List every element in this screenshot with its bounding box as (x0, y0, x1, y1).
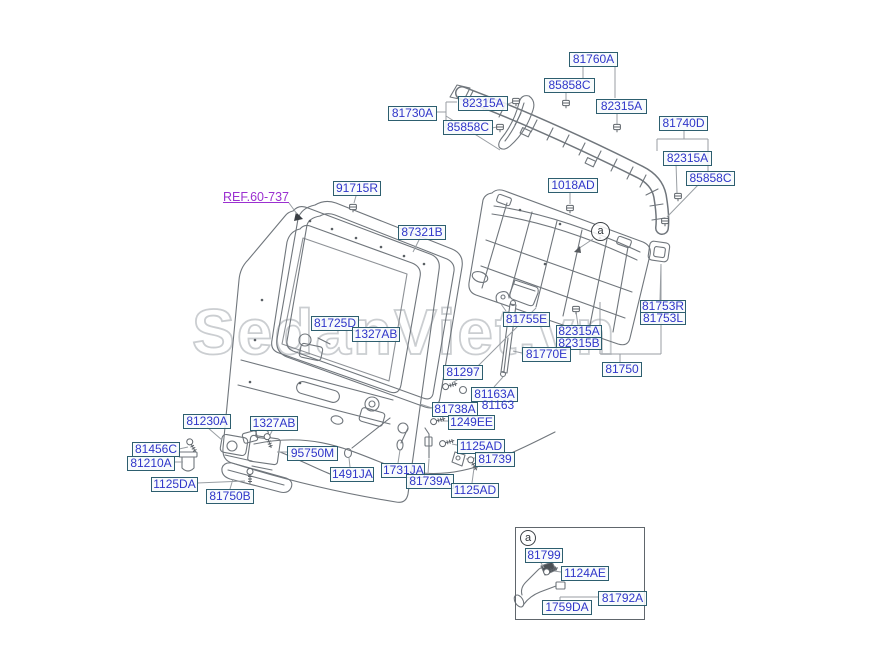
strut-hook (495, 291, 510, 303)
part-label-1125ad[interactable]: 1125AD (457, 439, 505, 454)
part-label-1249ee[interactable]: 1249EE (448, 415, 495, 430)
part-label-81739[interactable]: 81739 (475, 452, 515, 467)
inset-box (515, 527, 645, 620)
section-marker-a: a (591, 222, 610, 241)
part-label-82315a[interactable]: 82315A (596, 99, 647, 114)
part-label-82315a[interactable]: 82315A (663, 151, 712, 166)
part-label-82315b[interactable]: 82315B (556, 337, 602, 350)
part-label-1125da[interactable]: 1125DA (151, 477, 198, 492)
part-label-81740d[interactable]: 81740D (659, 116, 708, 131)
key-rod-parts (343, 385, 468, 467)
fasteners (185, 97, 682, 577)
part-label-1018ad[interactable]: 1018AD (548, 178, 598, 193)
part-label-1327ab[interactable]: 1327AB (352, 327, 400, 342)
part-label-1124ae[interactable]: 1124AE (561, 566, 609, 581)
part-label-82315a[interactable]: 82315A (458, 96, 508, 111)
part-label-81725d[interactable]: 81725D (311, 316, 359, 331)
part-label-81730a[interactable]: 81730A (388, 106, 437, 121)
part-label-81750b[interactable]: 81750B (206, 489, 254, 504)
part-label-81456c[interactable]: 81456C (132, 442, 180, 457)
part-label-81770e[interactable]: 81770E (522, 347, 571, 362)
part-label-1327ab[interactable]: 1327AB (250, 416, 298, 431)
license-latch (298, 333, 331, 362)
part-label-1759da[interactable]: 1759DA (542, 600, 592, 615)
part-label-81760a[interactable]: 81760A (569, 52, 618, 67)
part-label-87321b[interactable]: 87321B (398, 225, 446, 240)
tailgate-handle (221, 462, 293, 494)
tailgate-panel (222, 205, 440, 503)
part-label-81163a[interactable]: 81163A (471, 387, 518, 402)
part-label-85858c[interactable]: 85858C (544, 78, 595, 93)
part-label-81750[interactable]: 81750 (602, 362, 642, 377)
part-label-81163[interactable]: 81163 (481, 398, 515, 412)
part-label-81755e[interactable]: 81755E (503, 312, 550, 327)
part-label-81792a[interactable]: 81792A (598, 591, 647, 606)
part-label-81230a[interactable]: 81230A (183, 414, 231, 429)
trim-panel (468, 189, 671, 346)
part-label-82315a[interactable]: 82315A (556, 325, 602, 338)
part-label-85858c[interactable]: 85858C (443, 120, 493, 135)
part-label-81753l[interactable]: 81753L (640, 312, 686, 325)
part-label-1491ja[interactable]: 1491JA (330, 467, 374, 482)
section-marker-a: a (520, 530, 536, 546)
part-label-95750m[interactable]: 95750M (287, 446, 338, 461)
ref-label[interactable]: REF.60-737 (223, 190, 290, 204)
part-label-81297[interactable]: 81297 (443, 365, 483, 380)
part-label-91715r[interactable]: 91715R (333, 181, 381, 196)
part-label-1125ad[interactable]: 1125AD (451, 483, 499, 498)
part-label-81739a[interactable]: 81739A (406, 474, 454, 489)
part-label-85858c[interactable]: 85858C (686, 171, 735, 186)
part-label-81210a[interactable]: 81210A (127, 456, 175, 471)
part-label-81799[interactable]: 81799 (525, 548, 563, 563)
